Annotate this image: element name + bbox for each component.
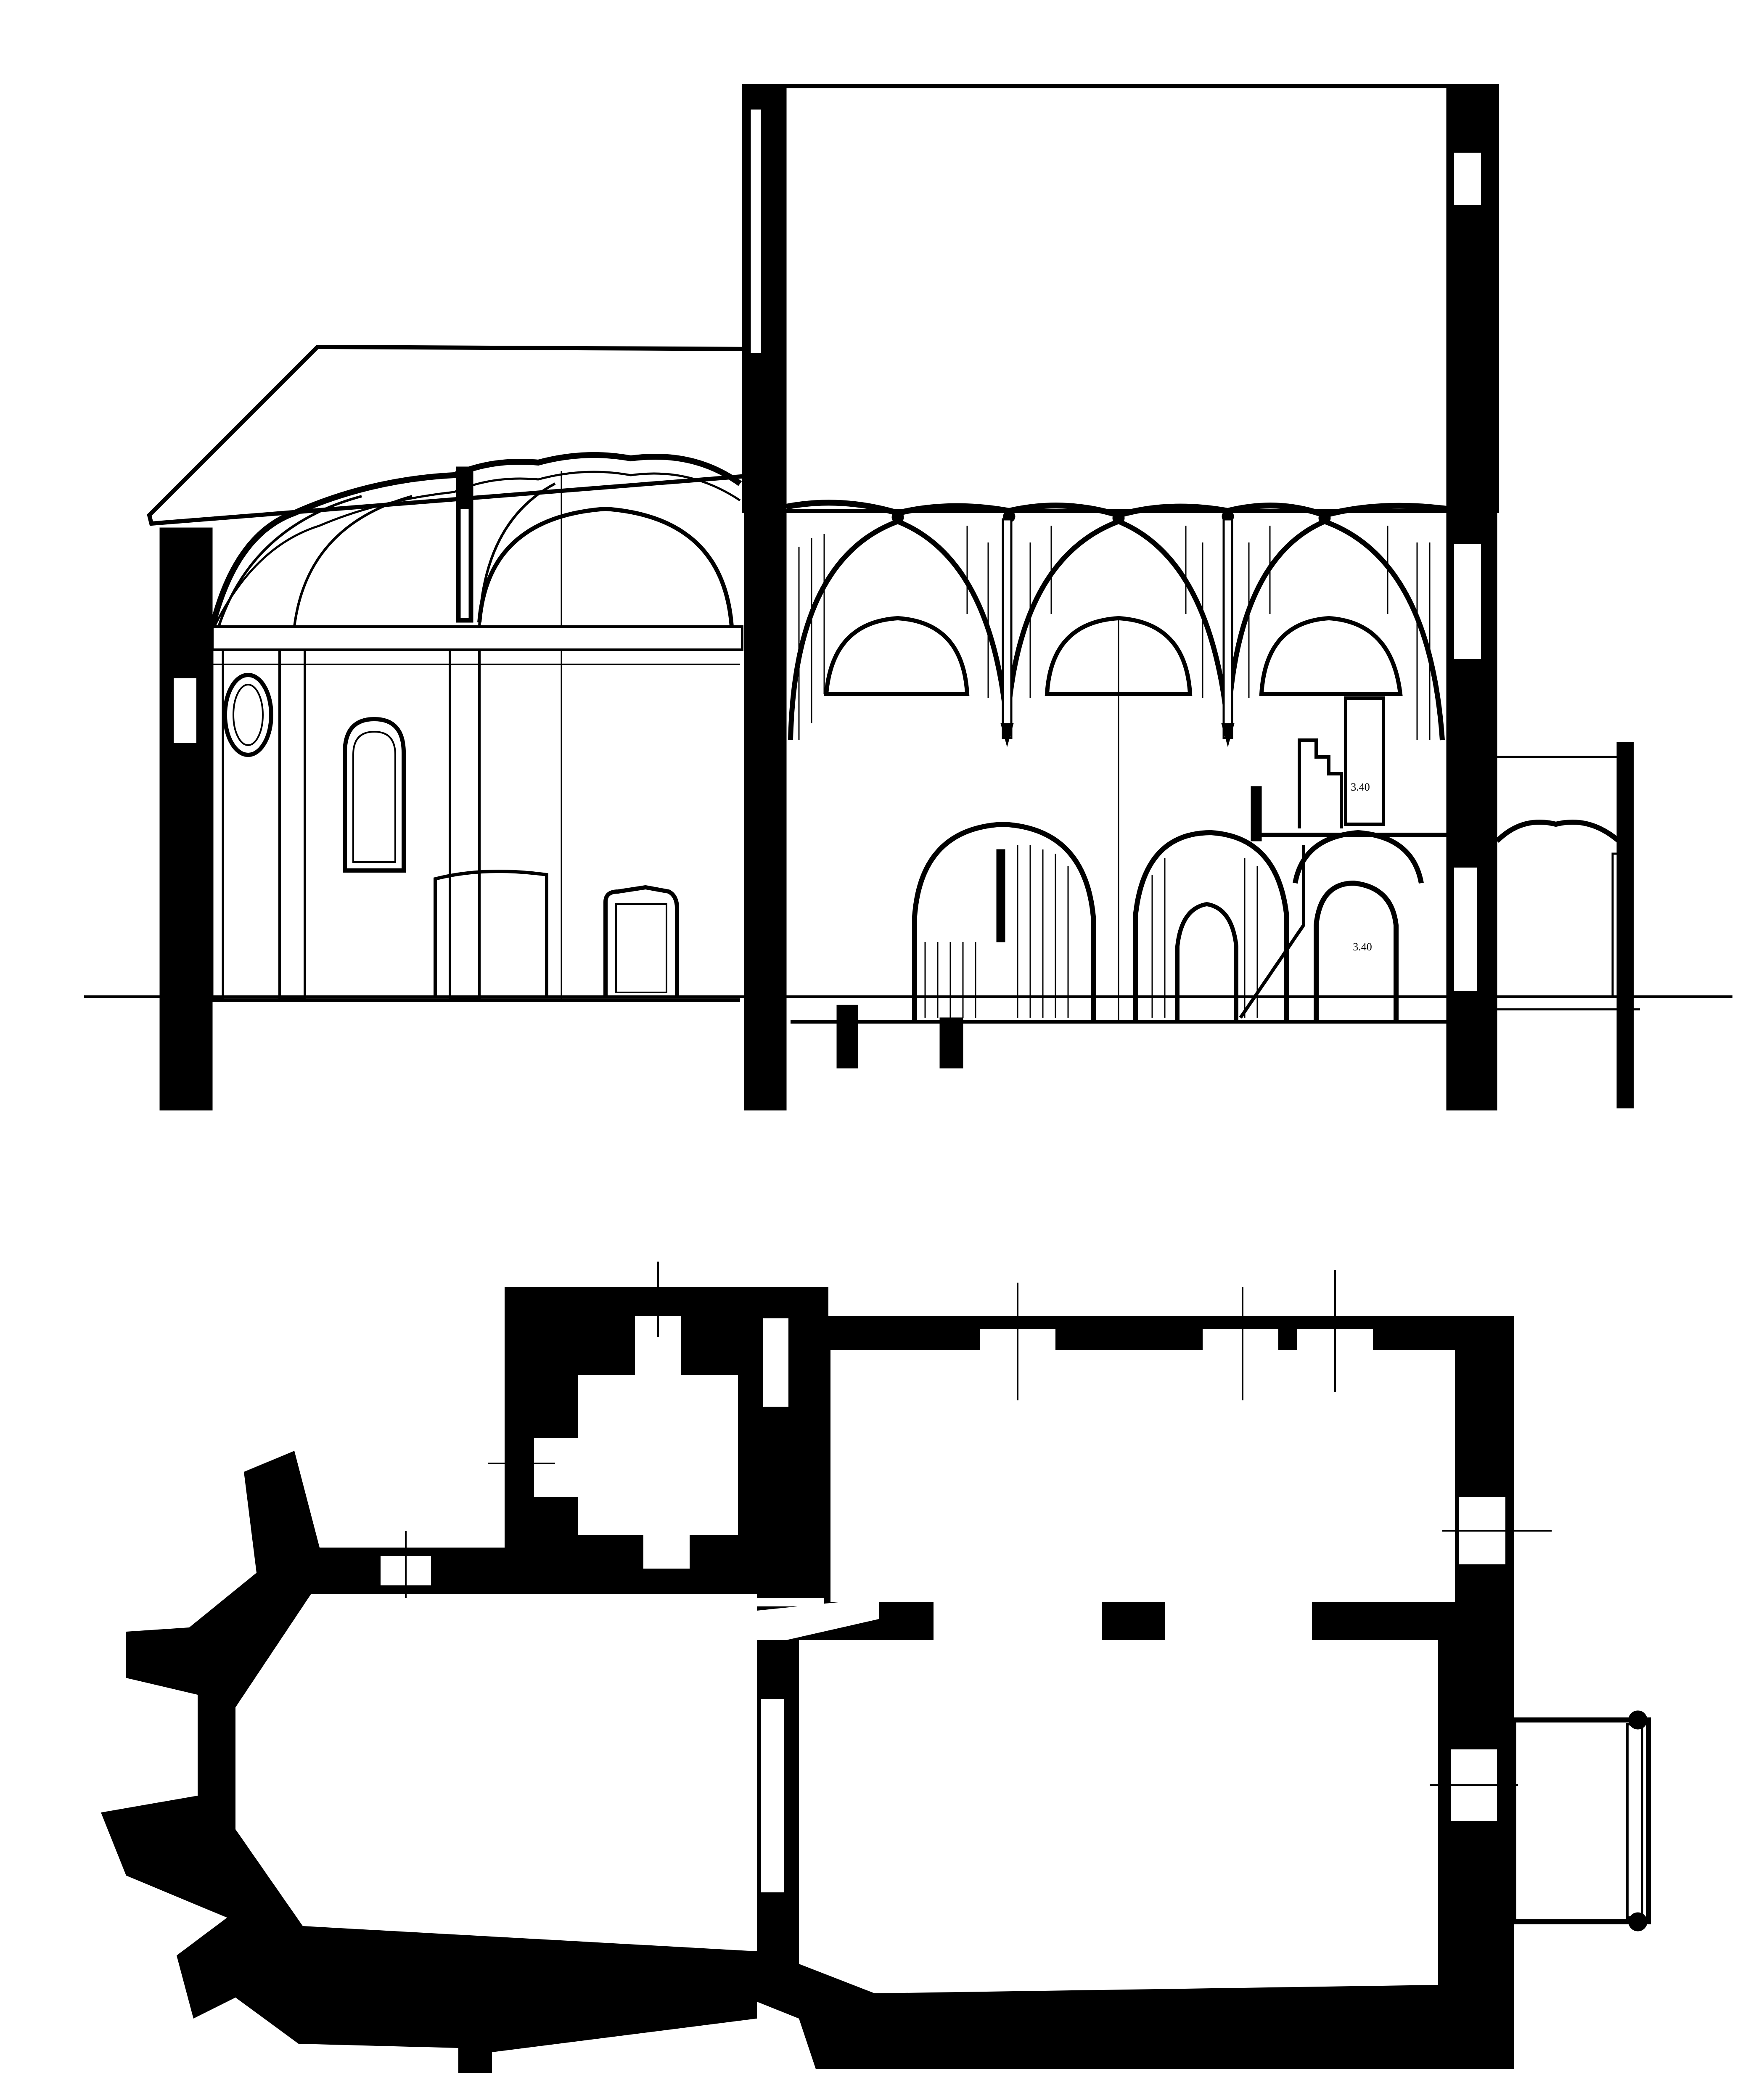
hall-foundation-2 — [939, 1017, 963, 1069]
inner-door-arch — [1175, 902, 1238, 1022]
lunette-window-1 — [824, 616, 970, 696]
plan-porch-column-s — [1628, 1912, 1648, 1931]
plan-north-window-2 — [1203, 1329, 1278, 1363]
arcade-pier — [996, 849, 1005, 942]
plan-chapel-room — [235, 1594, 757, 1951]
tower-section — [742, 84, 1499, 1111]
plan-tower-room — [578, 1375, 738, 1535]
porch-roof — [1497, 742, 1620, 758]
level-label-lower: 3.40 — [1353, 941, 1372, 953]
chapel-vault-rib-1 — [217, 495, 362, 627]
plan-passage — [757, 1598, 879, 1640]
plan-porch-rail — [1626, 1723, 1643, 1919]
chapel-column-e-slot — [460, 508, 469, 619]
porch-vault — [1495, 820, 1621, 843]
tower-east-window-2 — [1452, 541, 1484, 661]
chapel-arched-window-inner — [352, 730, 396, 863]
plan-hall-arcade-opening-2 — [1165, 1602, 1312, 1644]
plan-hall-arcade-opening-1 — [934, 1602, 1102, 1644]
plan-west-wall-opening — [761, 1699, 784, 1892]
tower-east-window-3 — [1452, 865, 1479, 994]
longitudinal-section: 3.40 3.40 — [84, 84, 1732, 1111]
gallery-door — [1344, 696, 1385, 826]
arcade-arch-2 — [1133, 830, 1289, 1022]
corbel-2 — [1221, 723, 1235, 747]
pointed-rib-2 — [1005, 519, 1230, 728]
chapel-pilaster-1 — [211, 648, 224, 1000]
gallery-post — [1251, 786, 1262, 841]
arcade-hatching — [924, 845, 1258, 1018]
lunette-window-3 — [1259, 616, 1403, 696]
porch-column — [1611, 852, 1622, 998]
porch-section — [1495, 742, 1640, 1109]
chapel-oculus-window — [223, 673, 273, 757]
plan-porch-outline — [1511, 1717, 1651, 1924]
side-bay-door — [1314, 880, 1399, 1022]
level-label-upper: 3.40 — [1351, 781, 1370, 793]
chapel-arch — [477, 506, 734, 627]
ground-plan — [101, 1262, 1651, 2073]
chapel-pilaster-2 — [278, 648, 306, 1000]
gallery-stair — [1298, 738, 1343, 828]
plan-hall-room — [799, 1640, 1438, 1993]
plan-tower-notch-left — [534, 1438, 578, 1497]
chapel-arched-window — [343, 717, 406, 873]
arcade-arch-1 — [912, 821, 1096, 1022]
stair-rail — [1239, 845, 1305, 1019]
plan-tower-stair — [763, 1318, 788, 1407]
pointed-rib-3 — [1225, 519, 1445, 741]
tower-outline — [742, 84, 1499, 513]
chapel-oculus-window-inner — [233, 684, 264, 746]
gothic-hall-section: 3.40 3.40 — [785, 500, 1447, 1069]
chapel-west-opening — [171, 676, 199, 746]
chapel-pilaster-3 — [449, 648, 481, 1000]
vault-hatching — [798, 526, 1431, 740]
chapel-roof — [147, 344, 759, 526]
chapel-vault-inner — [211, 471, 741, 632]
side-bay-vault — [1293, 830, 1424, 884]
tower-west-wall-slot — [750, 109, 762, 354]
plan-porch-column-n — [1628, 1710, 1648, 1730]
rib-springer-1 — [1002, 518, 1013, 739]
chapel-niche-inner — [615, 903, 667, 993]
tower-east-window-1 — [1452, 150, 1484, 207]
chapel-niche — [603, 885, 679, 997]
porch-pillar — [1616, 742, 1634, 1109]
chapel-vault-rib-2 — [293, 495, 413, 627]
plan-porch — [1511, 1710, 1651, 1931]
plan-axis-ticks — [405, 1262, 1552, 1786]
hall-foundation-1 — [836, 1005, 858, 1069]
plan-north-block-room — [830, 1350, 1455, 1602]
rib-springer-2 — [1222, 518, 1233, 739]
chapel-vault-rib-3 — [478, 482, 556, 627]
chapel-foundation-w — [159, 996, 213, 1111]
chapel-altar — [434, 870, 548, 997]
chapel-cornice — [211, 625, 743, 651]
corbel-1 — [1000, 723, 1014, 747]
pointed-rib-1 — [788, 519, 1010, 741]
